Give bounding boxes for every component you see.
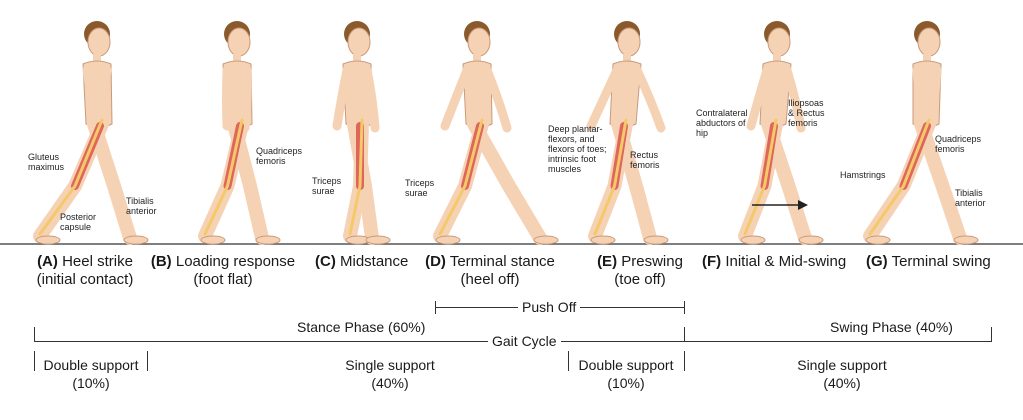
- arm-back-d: [440, 65, 472, 131]
- foot-front-b: [200, 235, 226, 245]
- bone-c: [348, 118, 364, 236]
- arm-back-f: [746, 65, 772, 131]
- foot-back-e: [643, 235, 669, 245]
- foot-front-d: [435, 235, 461, 245]
- head-a: [87, 27, 111, 57]
- phase-f-label: (F) Initial & Mid-swing: [702, 253, 847, 270]
- support-double-2: Double support(10%): [578, 357, 674, 391]
- neck-b: [233, 54, 241, 62]
- label-tibialis-a: Tibialis anterior: [126, 196, 157, 216]
- figure-b: [198, 21, 281, 245]
- arm-front-d: [482, 65, 512, 133]
- figure-c: [332, 21, 391, 245]
- bone-a: [38, 118, 104, 236]
- figure-d: [433, 21, 559, 245]
- support-tick-4: [684, 351, 685, 371]
- head-f: [767, 27, 791, 57]
- leg-back-a: [87, 117, 137, 245]
- phase-a-label: (A) Heel strike(initial contact): [36, 253, 134, 288]
- foot-back-g: [953, 235, 979, 245]
- arm-back-b: [222, 65, 232, 131]
- support-tick-1: [34, 351, 35, 371]
- phase-c-label: (C) Midstance: [315, 253, 409, 270]
- stance-phase-label: Stance Phase (60%): [297, 319, 426, 335]
- foot-front-a: [35, 235, 61, 245]
- neck-a: [93, 54, 101, 62]
- label-tibialis-g: Tibialis anterior: [955, 188, 986, 208]
- head-b: [227, 27, 251, 57]
- figure-g: [863, 21, 979, 245]
- arm-back-e: [586, 65, 622, 131]
- foot-back-b: [255, 235, 281, 245]
- bone-d: [438, 118, 484, 236]
- arm-front-e: [632, 65, 666, 133]
- head-d: [467, 27, 491, 57]
- phase-g-label: (G) Terminal swing: [866, 253, 991, 270]
- head-g: [917, 27, 941, 57]
- label-triceps-c: Triceps surae: [312, 176, 342, 196]
- figure-a: [33, 21, 149, 245]
- neck-e: [623, 54, 631, 62]
- swing-arrow-head: [798, 200, 808, 210]
- label-quadriceps-b: Quadriceps femoris: [256, 146, 303, 166]
- support-tick-2: [147, 351, 148, 371]
- gait-tick-mid: [684, 327, 685, 342]
- phase-d-label: (D) Terminal stance(heel off): [425, 253, 555, 288]
- support-single-2: Single support(40%): [797, 357, 887, 391]
- label-posterior-capsule: Posterior capsule: [60, 212, 97, 232]
- support-tick-3: [568, 351, 569, 371]
- push-off-label: Push Off: [518, 299, 581, 315]
- figure-f: [738, 21, 824, 245]
- walking-figures: [0, 21, 1023, 245]
- label-iliopsoas: Iliopsoas & Rectus femoris: [788, 98, 825, 128]
- neck-g: [923, 54, 931, 62]
- arm-back-c: [332, 65, 352, 131]
- arm-front-f: [782, 65, 806, 133]
- foot-back-f: [798, 235, 824, 245]
- phase-b-label: (B) Loading response(foot flat): [150, 253, 296, 288]
- phase-e-label: (E) Preswing(toe off): [597, 253, 683, 288]
- label-deep-plantar: Deep plantar- flexors, and flexors of to…: [548, 124, 607, 174]
- figure-e: [586, 21, 669, 245]
- push-off-tick-right: [684, 301, 685, 314]
- label-rectus-e: Rectus femoris: [630, 150, 660, 170]
- swing-phase-label: Swing Phase (40%): [830, 319, 953, 335]
- bone-e: [593, 118, 628, 236]
- leg-back-d: [467, 117, 547, 245]
- arm-front-c: [362, 65, 380, 133]
- foot-back-d: [533, 235, 559, 245]
- foot-front-f: [740, 235, 766, 245]
- gait-tick-right: [991, 327, 992, 342]
- foot-back-c: [365, 235, 391, 245]
- gait-tick-left: [34, 327, 35, 342]
- head-c: [347, 27, 371, 57]
- gait-cycle-label: Gait Cycle: [488, 333, 561, 349]
- foot-front-g: [865, 235, 891, 245]
- leg-back-g: [914, 117, 967, 245]
- foot-back-a: [123, 235, 149, 245]
- label-contralateral: Contralateral abductors of hip: [696, 108, 748, 138]
- label-triceps-d: Triceps surae: [405, 178, 435, 198]
- support-double-1: Double support(10%): [43, 357, 139, 391]
- support-single-1: Single support(40%): [345, 357, 435, 391]
- label-gluteus: Gluteus maximus: [28, 152, 65, 172]
- neck-f: [773, 54, 781, 62]
- head-e: [617, 27, 641, 57]
- bone-f: [743, 118, 778, 236]
- push-off-tick-left: [435, 301, 436, 314]
- neck-d: [473, 54, 481, 62]
- foot-front-e: [590, 235, 616, 245]
- bone-b: [203, 118, 244, 236]
- bone-g: [868, 118, 931, 236]
- label-hamstrings: Hamstrings: [840, 170, 886, 180]
- label-quadriceps-g: Quadriceps femoris: [935, 134, 982, 154]
- neck-c: [353, 54, 361, 62]
